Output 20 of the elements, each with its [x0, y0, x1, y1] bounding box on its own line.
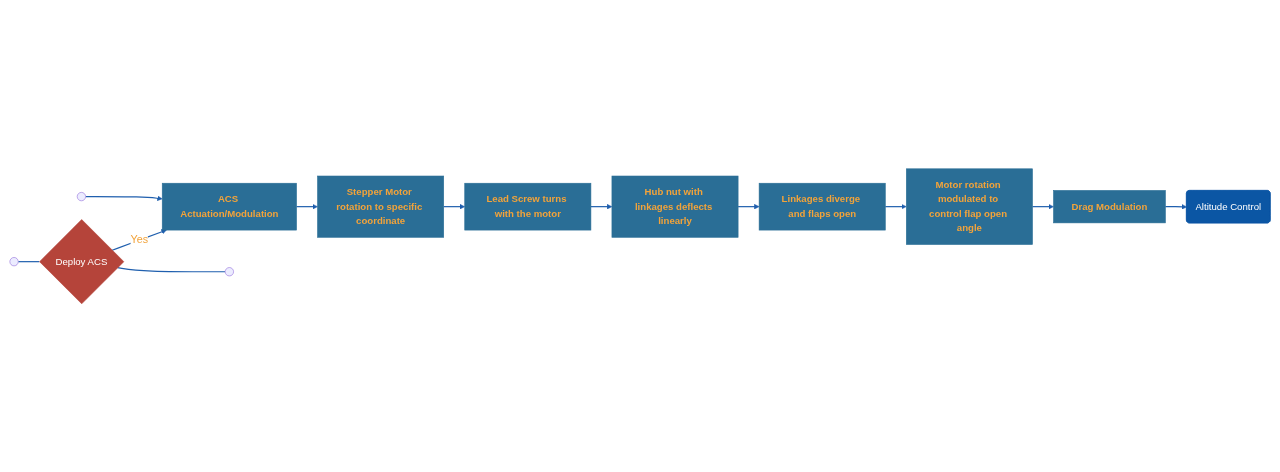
arrow: [443, 203, 465, 209]
arrow: [590, 203, 613, 209]
node-box: [317, 175, 444, 238]
arrow: [737, 203, 760, 209]
node-box: [758, 182, 886, 231]
flowchart: Yes Deploy ACS ACS Actuation/Modulation Stepper Motor rotation to specific coordinate Lead Screw turns with the motor Hub nut with linkages deflects linearly Linkages diverge and flaps open Motor rotation modulated to control flap open angle Drag Modulation Altitude Control: [5, 163, 1275, 309]
connector: [17, 260, 40, 262]
arrow: [884, 203, 907, 209]
node-diamond: [39, 218, 125, 304]
arrow: [111, 228, 167, 251]
arrow: [1031, 203, 1054, 209]
node-box: [906, 168, 1033, 245]
connector: [117, 266, 226, 273]
node-box: [611, 175, 739, 238]
arrow: [295, 203, 318, 209]
arrow: [1164, 203, 1187, 210]
node-box: [161, 182, 297, 231]
node-box: [464, 182, 592, 231]
node-box: [1053, 189, 1166, 223]
arrow: [85, 195, 163, 201]
